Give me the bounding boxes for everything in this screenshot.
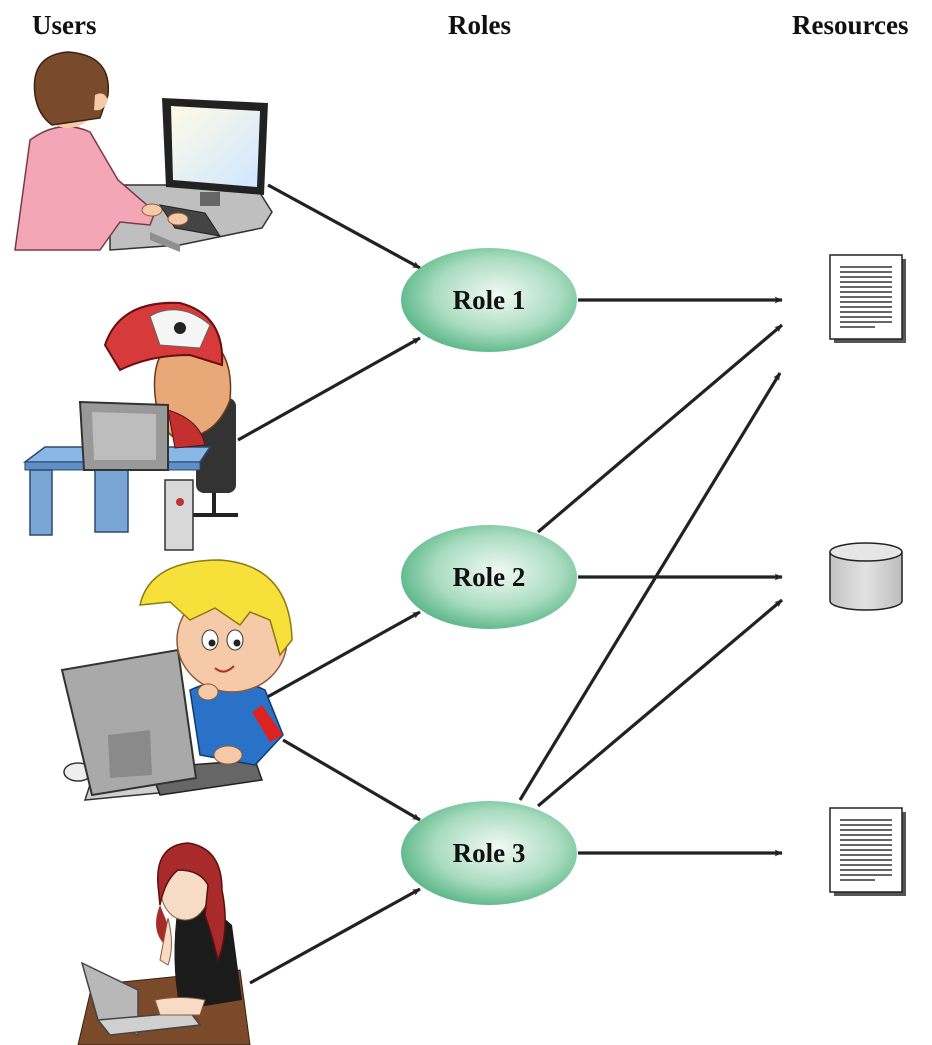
role-3: Role 3 [401, 801, 577, 905]
woman-at-desktop-computer-icon [14, 51, 273, 252]
arrow-role3-resource2 [536, 598, 784, 808]
header-resources: Resources [792, 10, 908, 40]
arrow-user3-role3 [282, 738, 421, 822]
woman-with-laptop-icon [77, 842, 251, 1045]
arrow-user4-role3 [249, 887, 421, 985]
document-icon [829, 254, 906, 343]
role-2: Role 2 [401, 525, 577, 629]
role-ellipse [401, 525, 577, 629]
role-label: Role 3 [453, 838, 526, 868]
boy-at-computer-icon [60, 559, 293, 801]
database-icon [829, 542, 903, 611]
arrow-role2-resource1 [536, 323, 784, 534]
arrow-user1-role1 [267, 183, 421, 270]
user-role-arrows [237, 183, 421, 985]
pirate-hacker-at-computer-icon [22, 301, 238, 551]
header-roles: Roles [448, 10, 511, 40]
document-icon [829, 807, 906, 896]
arrow-user3-role2 [261, 610, 421, 702]
role-label: Role 2 [453, 562, 526, 592]
role-ellipse [401, 801, 577, 905]
arrow-role3-resource1 [518, 372, 782, 801]
header-users: Users [32, 10, 96, 40]
role-label: Role 1 [453, 285, 526, 315]
arrow-user2-role1 [237, 336, 421, 442]
role-resource-arrows [518, 296, 784, 857]
role-ellipse [401, 248, 577, 352]
role-1: Role 1 [401, 248, 577, 352]
